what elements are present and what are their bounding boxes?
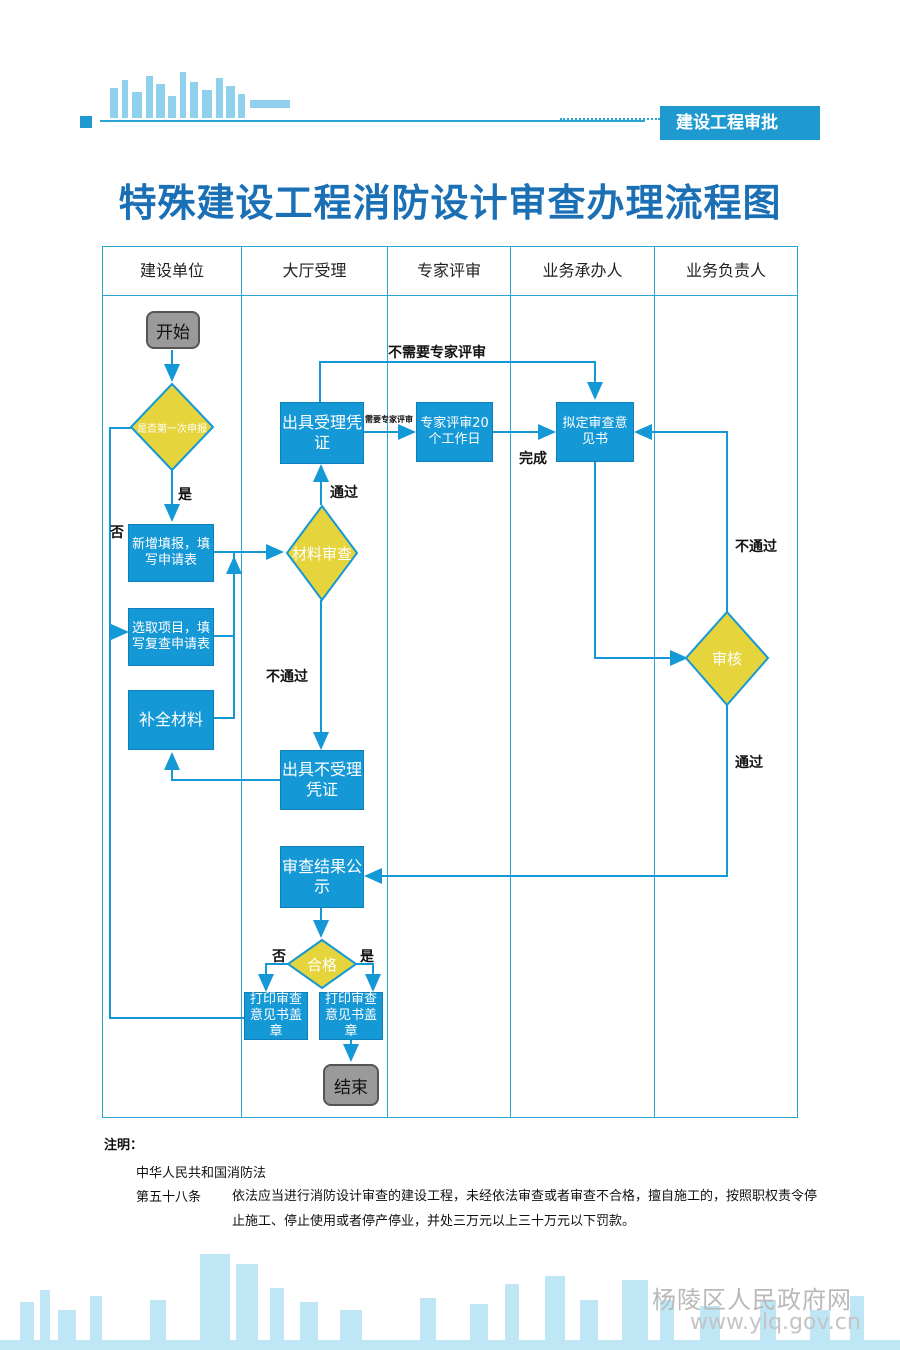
process-result-publish: 审查结果公示: [280, 846, 364, 908]
process-print-left: 打印审查意见书盖章: [244, 992, 308, 1040]
lane-header-manager: 业务负责人: [685, 261, 766, 280]
lane-header-builder: 建设单位: [139, 261, 204, 280]
edge-label-fail-audit: 不通过: [735, 539, 777, 555]
edge-label-no-expert: 不需要专家评审: [388, 345, 486, 361]
skyline-bottom-icon: [0, 1254, 900, 1350]
edge-select-join: [214, 552, 235, 637]
start-node: 开始: [146, 311, 200, 349]
lane-header-hall: 大厅受理: [282, 261, 347, 280]
end-node: 结束: [323, 1064, 379, 1106]
decision-qualified-shape: [286, 938, 358, 990]
header-line: [100, 120, 645, 122]
lane-divider: [387, 247, 388, 1117]
process-accept-cert: 出具受理凭证: [280, 402, 364, 464]
edge-draft-audit: [594, 462, 688, 666]
edge-label-pass-material: 通过: [330, 485, 358, 501]
edge-label-no-first: 否: [110, 525, 124, 541]
edge-label-no-qualified: 否: [272, 949, 286, 965]
header-dotted-line: [560, 118, 660, 120]
notes-article-number: 第五十八条: [136, 1190, 202, 1205]
decision-audit-label: 审核: [711, 649, 742, 668]
lane-divider: [510, 247, 511, 1117]
decision-first-apply-shape: [129, 382, 215, 472]
watermark-site-name: 杨陵区人民政府网: [652, 1286, 852, 1314]
edge-label-yes-qualified: 是: [360, 949, 374, 965]
decision-qualified-label: 合格: [306, 955, 337, 974]
edge-label-pass-audit: 通过: [735, 755, 763, 771]
page-title: 特殊建设工程消防设计审查办理流程图: [118, 181, 782, 225]
lane-divider: [654, 247, 655, 1117]
notes-heading: 注明：: [104, 1138, 144, 1153]
edge-print-left-return: [109, 632, 244, 1019]
decision-audit-shape: [684, 610, 770, 707]
edge-audit-pass: [364, 705, 728, 884]
process-draft-opinion: 拟定审查意见书: [556, 402, 634, 462]
lane-header-expert: 专家评审: [416, 261, 481, 280]
lane-divider: [241, 247, 242, 1117]
edge-audit-fail: [634, 424, 728, 612]
edge-supplement-join: [214, 556, 242, 719]
edge-label-fail-material: 不通过: [266, 669, 308, 685]
decision-material-shape: [285, 504, 359, 602]
flowchart: 建设单位 大厅受理 专家评审 业务承办人 业务负责人: [102, 246, 798, 1118]
process-print-right: 打印审查意见书盖章: [319, 992, 383, 1040]
edge-label-yes-first: 是: [178, 487, 192, 503]
section-badge: 建设工程审批: [660, 106, 820, 140]
decision-material-label: 材料审查: [291, 544, 352, 563]
header-square: [80, 116, 92, 128]
edge-noexpert: [319, 361, 603, 402]
process-new-fill: 新增填报，填写申请表: [128, 524, 214, 582]
notes-law-title: 中华人民共和国消防法: [136, 1166, 267, 1181]
edge-qualified-yes: [355, 963, 381, 992]
edge-firstapply-no: [109, 427, 132, 640]
process-select-project: 选取项目，填写复查申请表: [128, 608, 214, 666]
header-divider: [103, 295, 797, 296]
edge-reject-supplement: [164, 752, 280, 781]
watermark-url: www.ylq.gov.cn: [690, 1310, 861, 1335]
process-reject-cert: 出具不受理凭证: [280, 750, 364, 810]
skyline-top-icon: [110, 72, 290, 118]
notes-article-text: 依法应当进行消防设计审查的建设工程，未经依法审查或者审查不合格，擅自施工的，按照…: [232, 1189, 818, 1229]
edge-qualified-no: [258, 963, 288, 992]
process-supplement: 补全材料: [128, 690, 214, 750]
lane-header-handler: 业务承办人: [542, 261, 623, 280]
edge-label-need-expert: 需要专家评审: [365, 415, 413, 424]
edge-label-done: 完成: [519, 451, 547, 467]
decision-first-apply-label: 是否第一次申报: [137, 423, 207, 435]
process-expert-review: 专家评审20个工作日: [416, 402, 493, 462]
